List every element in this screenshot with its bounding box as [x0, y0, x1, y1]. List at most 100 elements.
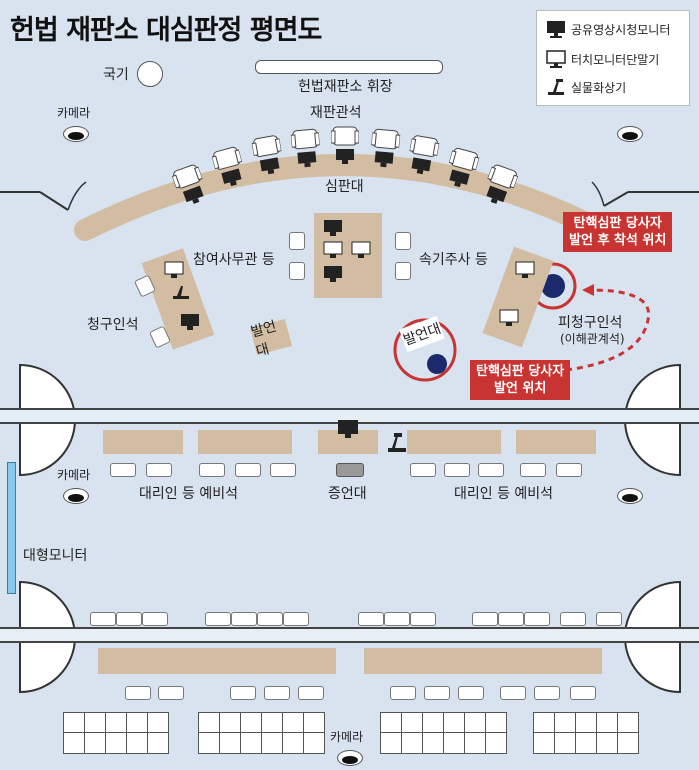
- camera-icon: [617, 488, 643, 504]
- camera-icon: [617, 126, 643, 142]
- agent-desk: [407, 430, 501, 454]
- staff-chair: [289, 262, 305, 280]
- gallery-seat: [158, 686, 184, 700]
- clerk-monitors: [323, 220, 371, 282]
- agent-seat: [199, 463, 225, 477]
- audience-row: [533, 732, 639, 754]
- curtain-bar: [255, 60, 443, 74]
- justices-label: 재판관석: [310, 105, 362, 121]
- flag-label: 국기: [103, 67, 129, 83]
- gallery-seat: [524, 612, 550, 626]
- agent-seat: [478, 463, 504, 477]
- gallery-seat: [358, 612, 384, 626]
- petitioner-monitors: [164, 261, 199, 330]
- gallery-seat: [498, 612, 524, 626]
- legend: 공유영상시청모니터 터치모니터단말기 실물화상기: [536, 10, 690, 106]
- agent-seat: [235, 463, 261, 477]
- gallery-seat: [560, 612, 586, 626]
- witness-equipment: [338, 420, 406, 452]
- audience-row: [63, 712, 169, 734]
- monitor-icon: [545, 20, 567, 38]
- gallery-seat: [596, 612, 622, 626]
- gallery-seat: [410, 612, 436, 626]
- curtain-label: 헌법재판소 휘장: [298, 79, 393, 95]
- visualizer-icon: [545, 78, 567, 96]
- gallery-seat: [264, 686, 290, 700]
- legend-item-touch-monitor: 터치모니터단말기: [545, 49, 659, 69]
- legend-item-visualizer: 실물화상기: [545, 77, 626, 97]
- justice-chair: [251, 133, 285, 177]
- podium-left: 발언대: [249, 319, 293, 360]
- gallery-seat: [90, 612, 116, 626]
- audience-row: [380, 712, 507, 734]
- gallery-seat: [283, 612, 309, 626]
- gallery-seat: [384, 612, 410, 626]
- agent-seat: [270, 463, 296, 477]
- justice-chair: [290, 126, 321, 168]
- witness-seat: [336, 463, 364, 477]
- justice-chair: [330, 125, 360, 165]
- camera-label-mid-left: 카메라: [57, 468, 91, 482]
- staff-chair: [395, 262, 411, 280]
- justice-chair: [369, 126, 401, 168]
- big-monitor: [7, 462, 16, 594]
- agent-desk: [198, 430, 292, 454]
- gallery-seat: [142, 612, 168, 626]
- gallery-seat: [257, 612, 283, 626]
- justice-chair: [210, 144, 247, 190]
- gallery-seat: [390, 686, 416, 700]
- camera-label-top-left: 카메라: [57, 106, 91, 120]
- gallery-seat: [298, 686, 324, 700]
- staff-right-label: 속기주사 등: [419, 252, 488, 268]
- petitioner-label: 청구인석: [87, 317, 139, 333]
- audience-row: [63, 732, 169, 754]
- agent-desk: [103, 430, 183, 454]
- camera-icon: [63, 126, 89, 142]
- respondent-monitors: [499, 261, 535, 326]
- audience-row: [198, 732, 325, 754]
- audience-row: [380, 732, 507, 754]
- gallery-seat: [458, 686, 484, 700]
- page-title: 헌법 재판소 대심판정 평면도: [10, 15, 322, 46]
- camera-label-bottom: 카메라: [330, 730, 364, 744]
- gallery-seat: [230, 686, 256, 700]
- agents-left-label: 대리인 등 예비석: [139, 486, 239, 502]
- gallery-seat: [570, 686, 596, 700]
- gallery-seat: [116, 612, 142, 626]
- staff-chair: [395, 232, 411, 250]
- agent-seat: [444, 463, 470, 477]
- respondent-sublabel: (이해관계석): [560, 332, 625, 346]
- respondent-label: 피청구인석: [558, 315, 623, 331]
- gallery-seat: [125, 686, 151, 700]
- gallery-seat: [231, 612, 257, 626]
- bar-rail-lower: [0, 627, 699, 643]
- gallery-seat: [205, 612, 231, 626]
- gallery-seat: [472, 612, 498, 626]
- audience-row: [198, 712, 325, 734]
- touch-monitor-icon: [545, 50, 567, 68]
- witness-label: 증언대: [328, 486, 367, 502]
- agent-seat: [520, 463, 546, 477]
- gallery-seat: [500, 686, 526, 700]
- agent-seat: [556, 463, 582, 477]
- agent-seat: [146, 463, 172, 477]
- audience-row: [533, 712, 639, 734]
- bench-arc: [74, 154, 611, 241]
- camera-icon: [337, 750, 363, 766]
- gallery-seat: [534, 686, 560, 700]
- bench-label: 심판대: [325, 179, 364, 195]
- agents-right-label: 대리인 등 예비석: [454, 486, 554, 502]
- callout-seat-after: 탄핵심판 당사자 발언 후 착석 위치: [563, 212, 673, 252]
- gallery-seat: [424, 686, 450, 700]
- legend-item-shared-monitor: 공유영상시청모니터: [545, 19, 670, 39]
- justice-chair: [170, 161, 210, 208]
- agent-seat: [110, 463, 136, 477]
- camera-icon: [63, 488, 89, 504]
- flag-icon: [137, 61, 163, 87]
- agent-desk: [516, 430, 596, 454]
- callout-speak-position: 탄핵심판 당사자 발언 위치: [470, 360, 571, 400]
- staff-left-label: 참여사무관 등: [193, 252, 275, 268]
- staff-chair: [289, 232, 305, 250]
- agent-seat: [410, 463, 436, 477]
